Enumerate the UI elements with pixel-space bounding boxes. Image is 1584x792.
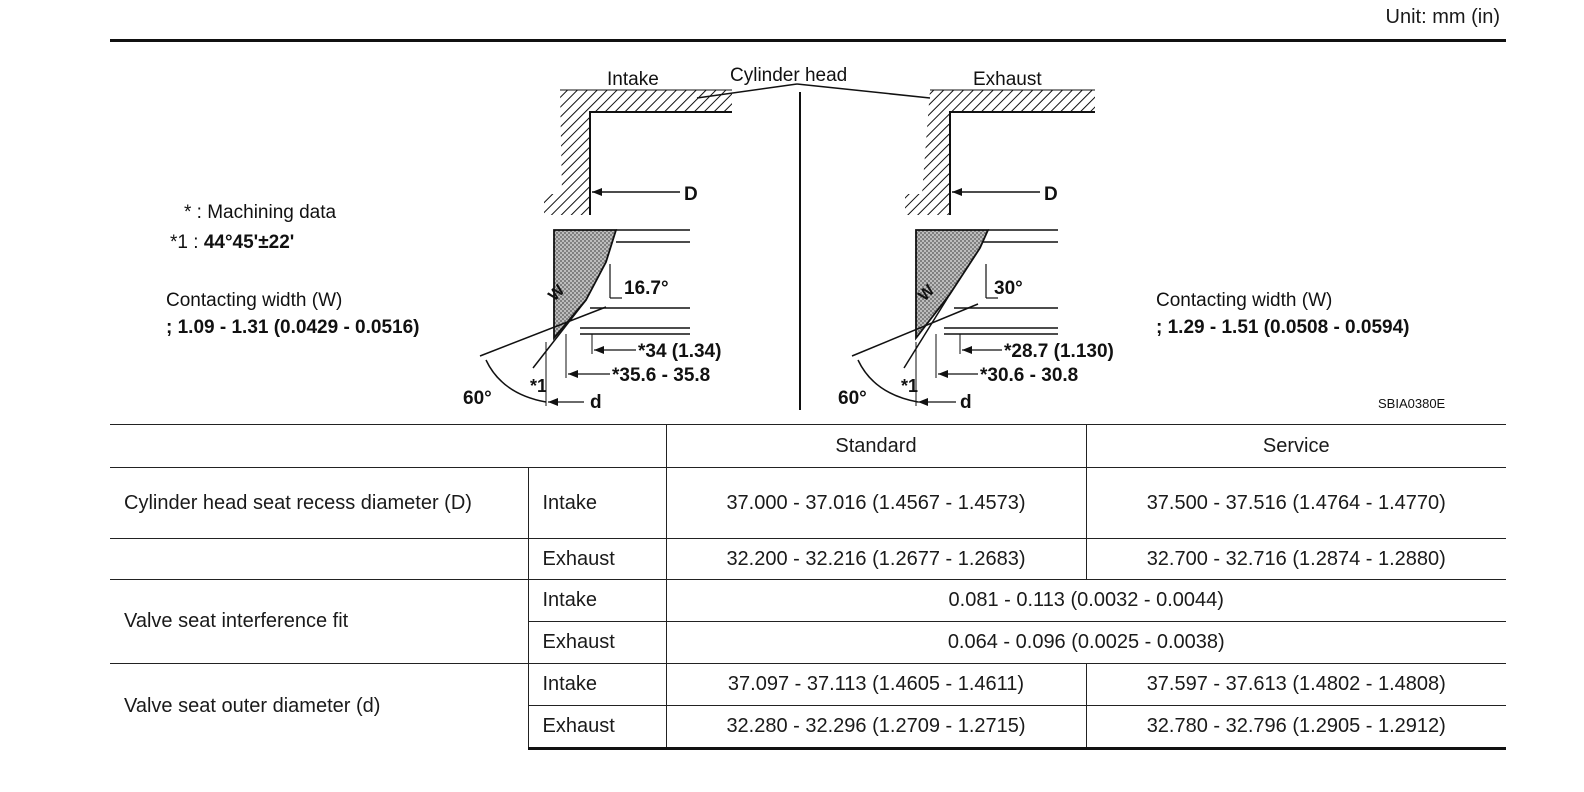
- row-label: Valve seat outer diameter (d): [110, 663, 528, 749]
- header-standard: Standard: [665, 424, 1086, 468]
- exhaust-d-arrowhead: [952, 188, 962, 196]
- row-service: 37.500 - 37.516 (1.4764 - 1.4770): [1085, 467, 1506, 539]
- intake-angle-label: 16.7°: [624, 278, 669, 299]
- note-1: *1 : 44°45'±22': [170, 232, 294, 253]
- spec-table: Standard Service Cylinder head seat rece…: [110, 424, 1506, 750]
- exhaust-d-lower-arrowhead: [918, 398, 928, 406]
- row-service: 37.597 - 37.613 (1.4802 - 1.4808): [1085, 663, 1506, 706]
- leader-cylinder-right: [796, 83, 931, 99]
- valve-seat-diagram: Intake Cylinder head Exhaust D W 16.7° *…: [166, 65, 1446, 413]
- note-1-value: 44°45'±22': [204, 232, 294, 253]
- table-row: Exhaust 32.200 - 32.216 (1.2677 - 1.2683…: [110, 538, 1506, 580]
- intake-contact-label: Contacting width (W): [166, 290, 342, 311]
- exhaust-dim-b-arrowhead: [938, 370, 948, 378]
- intake-dim-a-arrowhead: [594, 346, 604, 354]
- exhaust-dim-a-arrowhead: [962, 346, 972, 354]
- table-row: Valve seat outer diameter (d) Intake 37.…: [110, 663, 1506, 749]
- row-sub: Exhaust: [527, 621, 666, 664]
- figure-code: SBIA0380E: [1378, 396, 1446, 411]
- machining-note: * : Machining data: [184, 202, 337, 223]
- intake-d-label: D: [684, 184, 698, 205]
- exhaust-angle-label: 30°: [994, 278, 1023, 299]
- exhaust-60-label: 60°: [838, 388, 867, 409]
- exhaust-valve-seat: [851, 229, 1058, 406]
- row-label: Cylinder head seat recess diameter (D): [110, 467, 528, 539]
- cylinder-head-label: Cylinder head: [730, 65, 847, 86]
- exhaust-d-label: D: [1044, 184, 1058, 205]
- row-value: 0.081 - 0.113 (0.0032 - 0.0044): [665, 579, 1506, 622]
- header-blank: [110, 424, 666, 468]
- intake-contact-value: ; 1.09 - 1.31 (0.0429 - 0.0516): [166, 317, 420, 338]
- exhaust-contact-value: ; 1.29 - 1.51 (0.0508 - 0.0594): [1156, 317, 1410, 338]
- row-sub: Intake: [527, 467, 666, 539]
- intake-dim-b: *35.6 - 35.8: [612, 365, 710, 386]
- exhaust-contact-label: Contacting width (W): [1156, 290, 1332, 311]
- exhaust-label: Exhaust: [973, 69, 1042, 90]
- intake-60-label: 60°: [463, 388, 492, 409]
- exhaust-dim-b: *30.6 - 30.8: [980, 365, 1078, 386]
- row-service: 32.700 - 32.716 (1.2874 - 1.2880): [1085, 538, 1506, 580]
- exhaust-head-section: [905, 89, 1095, 215]
- table-row: Cylinder head seat recess diameter (D) I…: [110, 467, 1506, 539]
- intake-d-lower-label: d: [590, 392, 602, 413]
- row-standard: 37.097 - 37.113 (1.4605 - 1.4611): [665, 663, 1086, 706]
- row-sub: Intake: [527, 663, 666, 706]
- intake-d-lower-arrowhead: [548, 398, 558, 406]
- intake-star-1: *1: [530, 376, 547, 396]
- intake-dim-a: *34 (1.34): [638, 341, 721, 362]
- table-row: Exhaust 0.064 - 0.096 (0.0025 - 0.0038): [110, 621, 1506, 664]
- row-label: [110, 538, 528, 580]
- row-sub: Intake: [527, 579, 666, 622]
- header-service: Service: [1085, 424, 1506, 468]
- intake-valve-seat: [479, 229, 690, 406]
- row-standard: 32.200 - 32.216 (1.2677 - 1.2683): [665, 538, 1086, 580]
- intake-dim-b-arrowhead: [568, 370, 578, 378]
- exhaust-d-lower-label: d: [960, 392, 972, 413]
- exhaust-dim-a: *28.7 (1.130): [1004, 341, 1114, 362]
- top-rule: [110, 39, 1506, 42]
- intake-label: Intake: [607, 69, 659, 90]
- table-header-row: Standard Service: [110, 424, 1506, 468]
- row-sub: Exhaust: [527, 705, 666, 750]
- row-standard: 32.280 - 32.296 (1.2709 - 1.2715): [665, 705, 1086, 750]
- table-row: Exhaust 32.280 - 32.296 (1.2709 - 1.2715…: [110, 705, 1506, 750]
- row-service: 32.780 - 32.796 (1.2905 - 1.2912): [1085, 705, 1506, 750]
- row-standard: 37.000 - 37.016 (1.4567 - 1.4573): [665, 467, 1086, 539]
- row-value: 0.064 - 0.096 (0.0025 - 0.0038): [665, 621, 1506, 664]
- exhaust-star-1: *1: [901, 376, 918, 396]
- intake-d-arrowhead: [592, 188, 602, 196]
- unit-label: Unit: mm (in): [1385, 6, 1500, 28]
- intake-head-section: [544, 89, 732, 215]
- table-row: Valve seat interference fit Intake 0.081…: [110, 579, 1506, 664]
- note-1-prefix: *1 :: [170, 232, 204, 253]
- row-label: Valve seat interference fit: [110, 579, 528, 664]
- row-sub: Exhaust: [527, 538, 666, 580]
